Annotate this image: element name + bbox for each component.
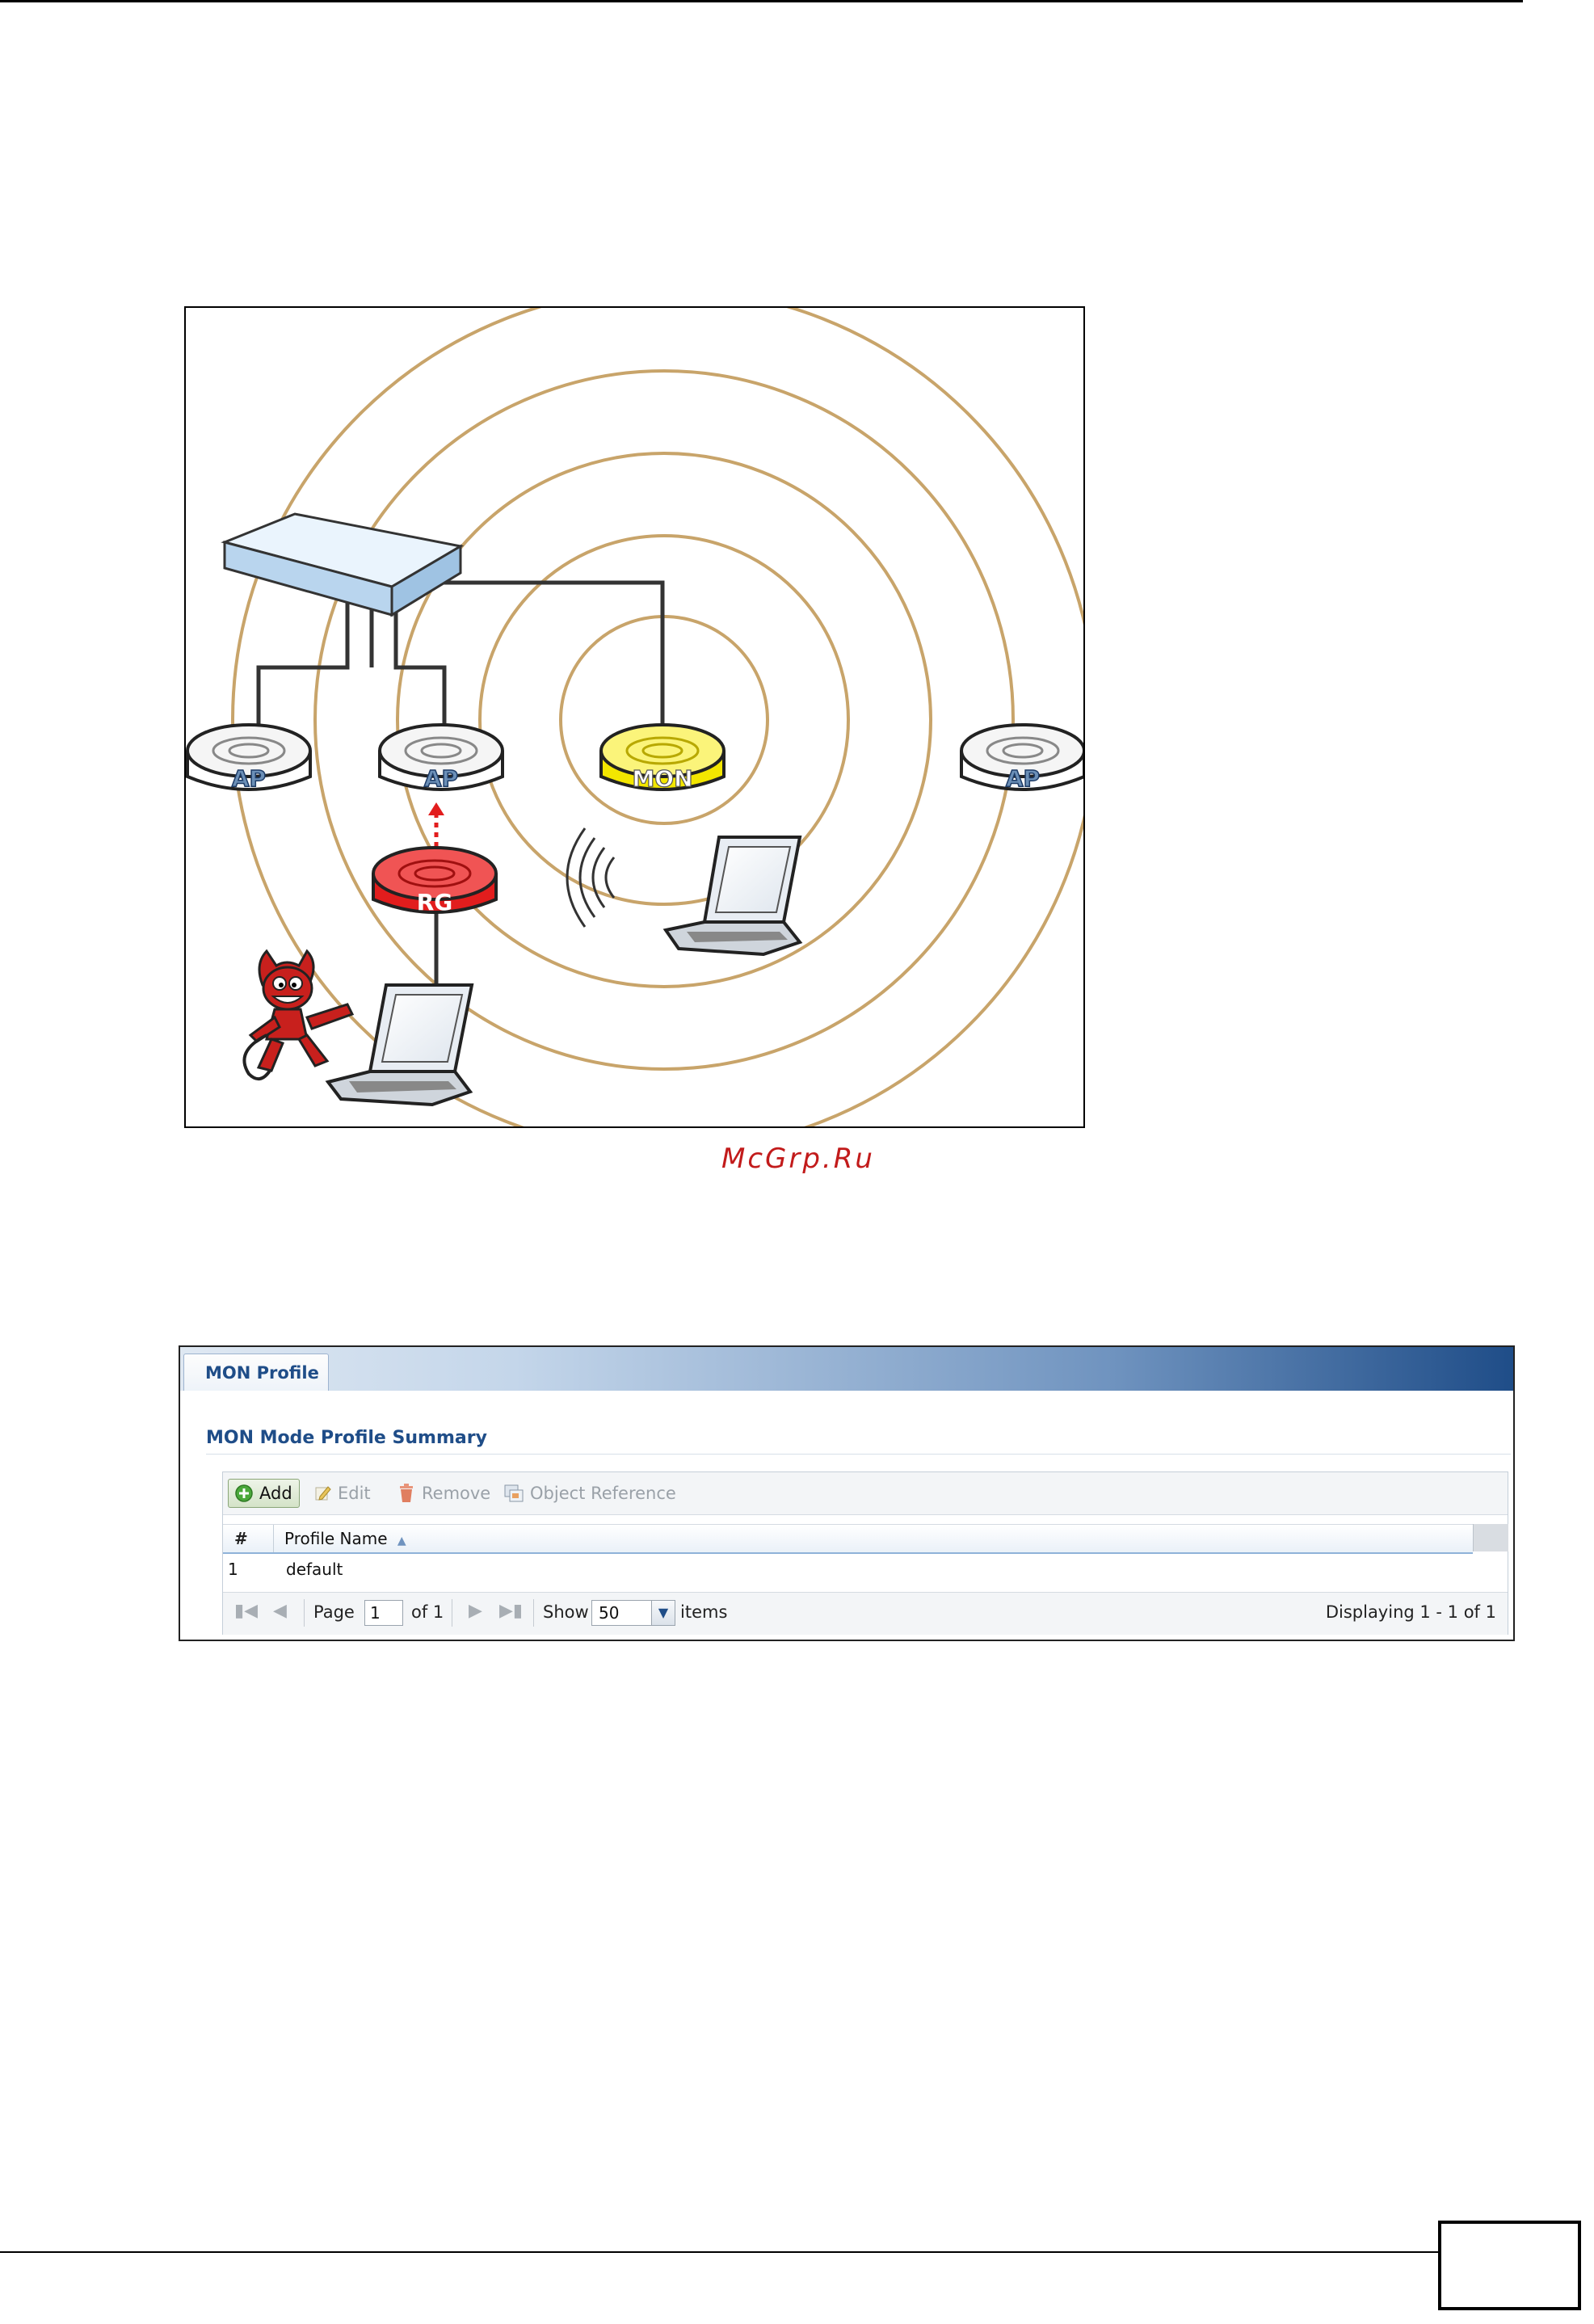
wireless-signal-icon — [567, 828, 614, 927]
displaying-status: Displaying 1 - 1 of 1 — [1326, 1602, 1496, 1622]
edit-label: Edit — [338, 1484, 371, 1503]
ap-left-label: AP — [232, 765, 266, 792]
chevron-down-icon: ▼ — [651, 1601, 675, 1625]
page-size-value: 50 — [599, 1603, 619, 1623]
signal-ring — [233, 308, 1083, 1126]
add-button[interactable]: Add — [228, 1479, 300, 1508]
section-divider — [206, 1454, 1511, 1455]
ap-right-icon: AP — [961, 725, 1083, 792]
page-label: Page — [313, 1602, 355, 1622]
mon-device-icon: MON — [601, 725, 724, 792]
ap-right-label: AP — [1006, 765, 1040, 792]
rogue-label: RG — [417, 889, 453, 916]
ap-left-icon: AP — [187, 725, 310, 792]
scrollbar[interactable] — [1473, 1524, 1508, 1551]
show-label: Show — [543, 1602, 589, 1622]
add-icon — [235, 1484, 253, 1502]
laptop-icon — [328, 985, 472, 1105]
ap-middle-icon: AP — [380, 725, 503, 792]
network-cables — [259, 583, 662, 1003]
items-label: items — [680, 1602, 727, 1622]
section-title: MON Mode Profile Summary — [206, 1428, 487, 1448]
rogue-ap-icon: RG — [373, 848, 496, 916]
edit-button[interactable]: Edit — [307, 1479, 377, 1508]
watermark: McGrp.Ru — [721, 1143, 875, 1175]
last-page-icon[interactable]: ▶▮ — [499, 1601, 523, 1621]
pager-divider — [533, 1599, 534, 1627]
column-header-profile-name[interactable]: Profile Name ▲ — [284, 1529, 406, 1548]
profile-grid: Add Edit Remove Object Reference # Profi… — [222, 1471, 1508, 1635]
arrow-up-icon — [428, 802, 444, 815]
first-page-icon[interactable]: ▮◀ — [234, 1601, 258, 1621]
page-count: of 1 — [411, 1602, 444, 1622]
page-size-select[interactable]: 50 ▼ — [591, 1600, 675, 1626]
tab-bar: MON Profile — [180, 1347, 1513, 1391]
row-number: 1 — [228, 1560, 238, 1579]
page-number-input[interactable]: 1 — [364, 1600, 403, 1626]
top-rule — [0, 0, 1523, 2]
remove-label: Remove — [422, 1484, 490, 1503]
add-label: Add — [259, 1484, 292, 1503]
object-reference-label: Object Reference — [530, 1484, 676, 1503]
column-header-label: Profile Name — [284, 1529, 388, 1548]
rogue-ap-diagram: AP AP AP MON — [184, 306, 1085, 1128]
sort-ascending-icon: ▲ — [397, 1535, 406, 1547]
table-row[interactable]: 1 default — [223, 1555, 1473, 1584]
page-number-box — [1438, 2221, 1581, 2310]
bottom-rule — [0, 2251, 1438, 2253]
tab-label: MON Profile — [205, 1363, 319, 1383]
laptop-icon — [666, 837, 800, 954]
previous-page-icon[interactable]: ◀ — [273, 1601, 287, 1621]
mon-profile-panel: MON Profile MON Mode Profile Summary Add… — [179, 1345, 1515, 1641]
edit-icon — [313, 1484, 331, 1502]
object-reference-button[interactable]: Object Reference — [498, 1479, 683, 1508]
signal-rings — [233, 308, 1083, 1126]
object-reference-icon — [504, 1484, 524, 1502]
next-page-icon[interactable]: ▶ — [469, 1601, 482, 1621]
row-profile-name: default — [286, 1560, 343, 1579]
toolbar: Add Edit Remove Object Reference — [223, 1472, 1508, 1515]
remove-button[interactable]: Remove — [391, 1479, 497, 1508]
table-header: # Profile Name ▲ — [223, 1524, 1473, 1554]
pagination-bar: ▮◀ ◀ Page 1 of 1 ▶ ▶▮ Show 50 ▼ items Di… — [223, 1592, 1508, 1635]
pager-divider — [304, 1599, 305, 1627]
trash-icon — [397, 1484, 415, 1503]
tab-mon-profile[interactable]: MON Profile — [183, 1354, 329, 1391]
column-divider — [273, 1525, 274, 1552]
mon-label: MON — [632, 765, 692, 792]
column-header-number[interactable]: # — [234, 1529, 248, 1548]
hacker-devil-icon — [244, 951, 352, 1079]
ap-middle-label: AP — [424, 765, 458, 792]
